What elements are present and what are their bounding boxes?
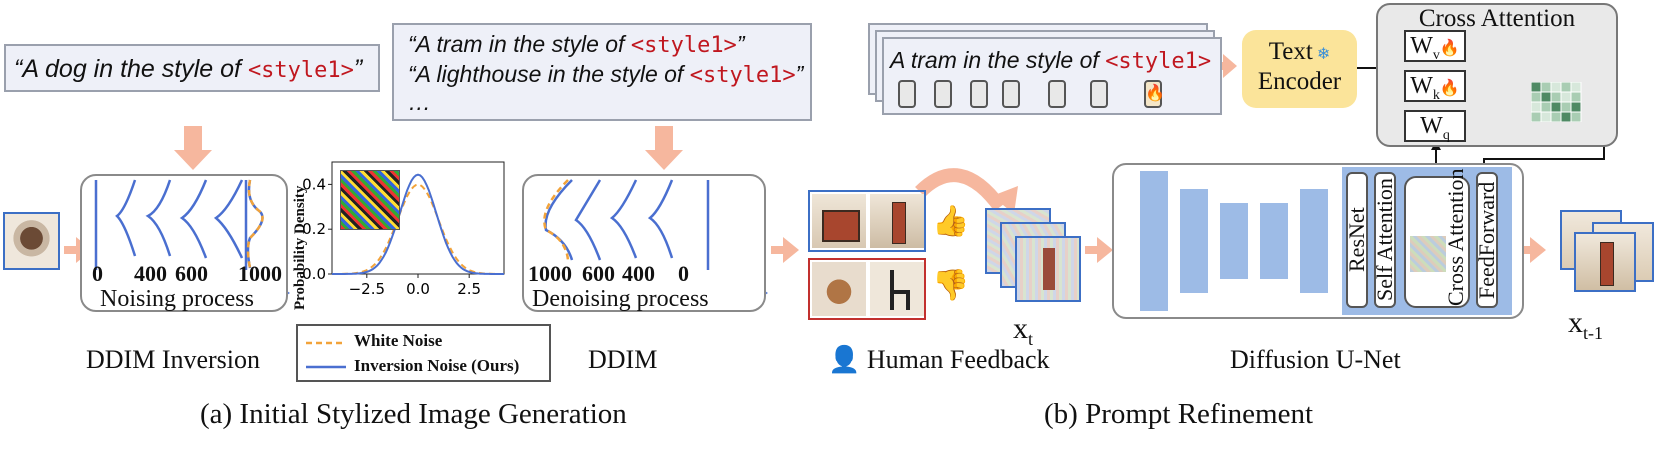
thumbs-down-icon: 👎: [932, 269, 970, 302]
plot-legend: White Noise Inversion Noise (Ours): [296, 324, 551, 382]
snowflake-icon: ❄: [1312, 46, 1331, 63]
noising-curves: [94, 179, 264, 270]
down-arrows: [174, 126, 683, 170]
prompt-ellipsis: …: [408, 89, 431, 115]
attention-matrix: [1531, 82, 1582, 122]
ddim-label: DDIM: [588, 345, 658, 374]
text-encoder-label: Text ❄: [1268, 38, 1331, 65]
text-encoder-box: Text ❄ Encoder: [1242, 30, 1357, 108]
disliked-images: [808, 258, 926, 320]
noising-tick-400: 400: [134, 261, 167, 286]
wk-box: Wk🔥: [1404, 70, 1466, 103]
prompt-line-2: “A lighthouse in the style of <style1>”: [408, 61, 804, 88]
token-slot: [1090, 80, 1108, 108]
noisy-image-front: [1015, 236, 1081, 302]
prompt-multi-box: “A tram in the style of <style1>” “A lig…: [392, 23, 812, 121]
cross-attention-title: Cross Attention: [1418, 5, 1576, 32]
x-tick-label: 0.0: [406, 280, 430, 298]
unet-block: [1260, 203, 1288, 279]
prompt-line-1: “A tram in the style of <style1>”: [408, 31, 745, 58]
xt-label: xt: [1013, 312, 1034, 349]
wv-box: Wv🔥: [1404, 30, 1466, 63]
noising-label: Noising process: [100, 286, 254, 312]
right-arrows: [64, 54, 1546, 263]
token-slot-style: 🔥: [1144, 80, 1165, 108]
jar-image: [812, 262, 866, 316]
denoising-label: Denoising process: [532, 286, 709, 312]
token-slot: [1002, 80, 1020, 108]
denoising-tick-600: 600: [582, 261, 615, 286]
prompt-b: A tram in the style of <style1>: [890, 47, 1212, 74]
unet-block: [1300, 189, 1328, 293]
style-token: <style1>: [247, 58, 354, 83]
tram-image: [812, 194, 866, 248]
unet-block: [1220, 203, 1248, 279]
lighthouse-image: [870, 194, 924, 248]
y-tick-label: 0.4: [302, 175, 326, 193]
inversion-noise-curve: [332, 173, 504, 275]
fire-icon: 🔥: [1439, 40, 1460, 57]
prompt-b-box: A tram in the style of <style1> 🔥: [882, 37, 1222, 115]
token-slot: [934, 80, 952, 108]
self-attention-block: Self Attention: [1372, 172, 1397, 308]
feedforward-block: FeedForward: [1474, 172, 1499, 308]
token-slot: [898, 80, 916, 108]
denoising-tick-400: 400: [622, 261, 655, 286]
unet-block: [1140, 171, 1168, 311]
denoising-tick-1000: 1000: [528, 261, 572, 286]
y-tick-label: 0.0: [302, 265, 326, 283]
x-tick-label: 2.5: [457, 280, 481, 298]
token-slot: [970, 80, 988, 108]
chair-image: [870, 262, 924, 316]
denoising-box: 1000 600 400 0 Denoising process: [522, 174, 766, 312]
resnet-block: ResNet: [1344, 172, 1369, 308]
noising-tick-600: 600: [175, 261, 208, 286]
fire-icon: 🔥: [1439, 80, 1460, 97]
x-tick-label: −2.5: [349, 280, 385, 298]
noising-box: 0 400 600 1000 Noising process: [80, 174, 288, 312]
human-feedback-label: 👤 Human Feedback: [828, 345, 1050, 374]
unet-block: [1180, 189, 1208, 293]
noising-tick-1000: 1000: [238, 261, 282, 286]
density-axes: −2.5 0.0 2.5 0.0 0.2 0.4: [302, 161, 505, 298]
y-tick-label: 0.2: [302, 220, 326, 238]
liked-images: [808, 190, 926, 252]
thumbs-up-icon: 👍: [932, 205, 970, 238]
legend-white-noise: White Noise: [354, 331, 443, 350]
ddim-inversion-label: DDIM Inversion: [86, 345, 261, 374]
cross-attention-block: Cross Attention: [1404, 168, 1470, 308]
legend-inversion-noise: Inversion Noise (Ours): [354, 356, 520, 375]
output-image-front: [1574, 232, 1636, 292]
prompt-single: “A dog in the style of <style1>”: [14, 55, 363, 83]
wq-box: Wq: [1404, 110, 1466, 143]
unet-label: Diffusion U-Net: [1230, 345, 1401, 374]
caption-b: (b) Prompt Refinement: [1044, 398, 1314, 430]
token-slot: [1048, 80, 1066, 108]
input-dog-image: [3, 212, 60, 270]
person-icon: 👤: [828, 345, 861, 374]
prompt-single-box: “A dog in the style of <style1>”: [4, 44, 380, 92]
denoising-tick-0: 0: [678, 261, 689, 286]
noising-tick-0: 0: [92, 261, 103, 286]
caption-a: (a) Initial Stylized Image Generation: [200, 398, 627, 430]
noise-thumbnail: [1410, 236, 1446, 272]
fire-icon: 🔥: [1145, 85, 1165, 102]
xt1-label: xt-1: [1568, 306, 1603, 343]
noise-image: [340, 170, 400, 230]
